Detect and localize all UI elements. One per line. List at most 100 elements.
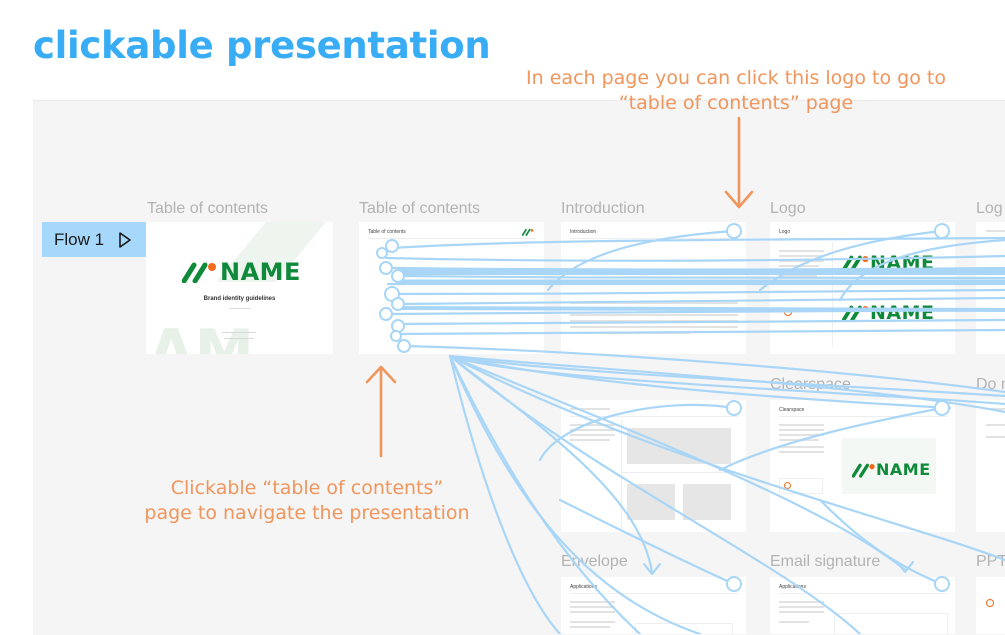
connector-line bbox=[396, 296, 1005, 306]
annotation-arrowhead bbox=[724, 190, 754, 209]
clearspace-brand-name: NAME bbox=[876, 460, 931, 479]
intro-mini-title: Introduction bbox=[570, 229, 597, 235]
email-divider bbox=[779, 593, 947, 594]
annotation-bottom-line1: Clickable “table of contents” bbox=[170, 477, 444, 499]
size-text-line bbox=[570, 429, 615, 431]
connector-arrowhead bbox=[895, 560, 915, 574]
envelope-mini-title: Applications bbox=[570, 584, 597, 590]
frame-label-logo[interactable]: Logo bbox=[770, 200, 806, 217]
clearspace-divider bbox=[779, 416, 947, 417]
toc-logo-icon[interactable] bbox=[522, 228, 534, 236]
connector-line bbox=[390, 236, 1005, 250]
connector-line bbox=[538, 403, 736, 462]
email-text-line bbox=[779, 611, 824, 613]
logo-text-line bbox=[779, 260, 824, 262]
logo-hotspot-icon bbox=[934, 223, 950, 239]
size-text-line bbox=[570, 434, 615, 436]
play-icon[interactable] bbox=[118, 231, 132, 248]
connector-line bbox=[394, 328, 1005, 336]
connector-arrowhead bbox=[642, 562, 662, 576]
page-title: clickable presentation bbox=[33, 24, 491, 67]
flow-start-button[interactable]: Flow 1 bbox=[42, 222, 146, 257]
email-text-line bbox=[779, 606, 824, 608]
hotspot-icon bbox=[397, 339, 411, 353]
cover-date-line bbox=[230, 308, 250, 309]
partial-text-line bbox=[986, 230, 1005, 232]
connector-line bbox=[448, 354, 1005, 562]
hotspot-icon bbox=[385, 239, 399, 253]
annotation-arrowhead bbox=[365, 365, 397, 384]
logo-hotspot-icon bbox=[726, 223, 742, 239]
cover-watermark-graphic: AM bbox=[148, 222, 326, 354]
frame-label-introduction[interactable]: Introduction bbox=[561, 200, 645, 217]
hotspot-icon bbox=[391, 297, 405, 311]
connector-line bbox=[448, 354, 562, 634]
size-text-line bbox=[570, 424, 615, 426]
frame-clearspace[interactable]: Clearspace NAME bbox=[770, 400, 955, 532]
design-canvas[interactable] bbox=[33, 100, 1005, 635]
frame-label-toc-cover[interactable]: Table of contents bbox=[147, 200, 268, 217]
ppt-bullet-icon bbox=[986, 599, 994, 607]
logo-hotspot-icon bbox=[726, 576, 742, 592]
frame-logo-partial[interactable] bbox=[976, 222, 1005, 354]
frame-do-partial[interactable] bbox=[976, 400, 1005, 532]
connector-line bbox=[398, 306, 1005, 312]
size-divider bbox=[570, 416, 738, 417]
hotspot-icon bbox=[379, 307, 393, 321]
size-preview-box bbox=[627, 428, 731, 464]
frame-label-toc-page[interactable]: Table of contents bbox=[359, 200, 480, 217]
annotation-bottom: Clickable “table of contents” page to na… bbox=[126, 476, 488, 526]
cover-subtitle: Brand identity guidelines bbox=[203, 296, 276, 302]
connector-line bbox=[448, 354, 952, 410]
cover-brand-name: NAME bbox=[220, 258, 301, 286]
email-preview bbox=[834, 613, 948, 634]
brand-mark-icon bbox=[182, 262, 216, 283]
size-title-line bbox=[570, 408, 610, 410]
frame-ppt-partial[interactable] bbox=[976, 577, 1005, 634]
frame-toc-cover[interactable]: AM NAME Brand identity guidelines bbox=[146, 222, 333, 354]
logo-hotspot-icon bbox=[726, 400, 742, 416]
logo-text-line bbox=[779, 255, 824, 257]
logo-text-line bbox=[779, 250, 824, 252]
clearspace-text-line bbox=[779, 451, 824, 453]
connector-line bbox=[838, 238, 1005, 302]
intro-text-line bbox=[570, 302, 738, 304]
clearspace-text-line bbox=[779, 446, 824, 448]
envelope-text-line bbox=[570, 601, 615, 603]
clearspace-bullet-icon bbox=[784, 482, 791, 489]
hotspot-icon bbox=[391, 269, 405, 283]
intro-text-line bbox=[570, 320, 738, 322]
clearspace-logo: NAME bbox=[852, 460, 931, 479]
toc-mini-title: Table of contents bbox=[368, 229, 406, 235]
hotspot-icon bbox=[379, 261, 393, 275]
clearspace-text-line bbox=[779, 424, 824, 426]
connector-line bbox=[392, 288, 1005, 296]
logo-brand-name: NAME bbox=[870, 302, 935, 324]
brand-mark-icon bbox=[852, 463, 875, 478]
logo-text-line bbox=[779, 275, 817, 277]
connector-line bbox=[758, 229, 944, 292]
envelope-text-line bbox=[570, 626, 610, 628]
intro-text-line bbox=[570, 314, 738, 316]
annotation-top-line1: In each page you can click this logo to … bbox=[526, 67, 946, 89]
connector-line bbox=[818, 498, 944, 586]
connector-line bbox=[448, 354, 702, 634]
frame-label-email-signature[interactable]: Email signature bbox=[770, 553, 881, 570]
size-text-line bbox=[570, 439, 610, 441]
cover-meta-line bbox=[222, 332, 256, 333]
partial-text-line bbox=[986, 424, 1005, 426]
annotation-top: In each page you can click this logo to … bbox=[505, 66, 967, 116]
frame-envelope[interactable]: Applications bbox=[561, 577, 746, 634]
envelope-text-line bbox=[570, 606, 615, 608]
connector-line bbox=[546, 229, 736, 292]
frame-label-logo-partial[interactable]: Log bbox=[976, 200, 1003, 217]
connector-line bbox=[448, 354, 862, 634]
email-text-line bbox=[779, 621, 809, 623]
connector-line bbox=[448, 354, 1005, 398]
frame-email-signature[interactable]: Applications bbox=[770, 577, 955, 634]
size-column-divider bbox=[621, 420, 622, 530]
cover-meta-line bbox=[224, 338, 254, 339]
connector-line bbox=[558, 498, 736, 586]
email-mini-title: Applications bbox=[779, 584, 806, 590]
